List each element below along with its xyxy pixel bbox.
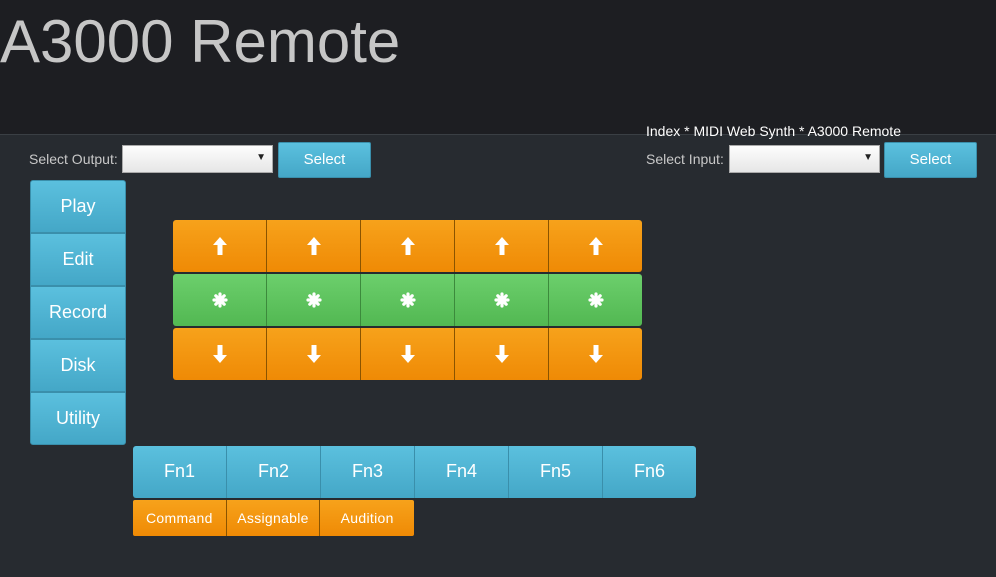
audition-button[interactable]: Audition (320, 500, 414, 536)
input-label: Select Input: (646, 151, 724, 167)
chevron-down-icon: ▼ (863, 152, 873, 163)
mode-menu: Play Edit Record Disk Utility (30, 180, 126, 445)
fn1-button[interactable]: Fn1 (133, 446, 227, 498)
fn5-button[interactable]: Fn5 (509, 446, 603, 498)
arrow-down-icon (400, 345, 415, 363)
breadcrumb[interactable]: Index * MIDI Web Synth * A3000 Remote (646, 123, 901, 139)
down-button-2[interactable] (267, 328, 361, 380)
function-keys-row: Fn1 Fn2 Fn3 Fn4 Fn5 Fn6 (133, 446, 696, 498)
arrow-down-icon (212, 345, 227, 363)
up-button-5[interactable] (549, 220, 642, 272)
arrow-up-icon (494, 237, 509, 255)
down-button-3[interactable] (361, 328, 455, 380)
up-button-3[interactable] (361, 220, 455, 272)
mode-utility-button[interactable]: Utility (30, 392, 126, 445)
fn3-button[interactable]: Fn3 (321, 446, 415, 498)
arrow-up-icon (588, 237, 603, 255)
mode-disk-button[interactable]: Disk (30, 339, 126, 392)
arrow-down-icon (306, 345, 321, 363)
fn6-button[interactable]: Fn6 (603, 446, 696, 498)
arrow-up-icon (400, 237, 415, 255)
fn2-button[interactable]: Fn2 (227, 446, 321, 498)
asterisk-icon (493, 292, 510, 308)
up-buttons-row (173, 220, 642, 272)
asterisk-icon (211, 292, 228, 308)
center-buttons-row (173, 274, 642, 326)
input-select[interactable]: ▼ (729, 145, 880, 173)
up-button-4[interactable] (455, 220, 549, 272)
output-label: Select Output: (29, 151, 118, 167)
mode-edit-button[interactable]: Edit (30, 233, 126, 286)
chevron-down-icon: ▼ (256, 152, 266, 163)
select-input-button[interactable]: Select (884, 142, 977, 178)
header-bar: A3000 Remote (0, 0, 996, 135)
sub-buttons-row: Command Assignable Audition (133, 500, 414, 536)
center-button-2[interactable] (267, 274, 361, 326)
up-button-2[interactable] (267, 220, 361, 272)
asterisk-icon (305, 292, 322, 308)
down-button-1[interactable] (173, 328, 267, 380)
assignable-button[interactable]: Assignable (226, 500, 321, 536)
asterisk-icon (399, 292, 416, 308)
arrow-down-icon (494, 345, 509, 363)
center-button-3[interactable] (361, 274, 455, 326)
arrow-up-icon (306, 237, 321, 255)
fn4-button[interactable]: Fn4 (415, 446, 509, 498)
up-button-1[interactable] (173, 220, 267, 272)
arrow-up-icon (212, 237, 227, 255)
select-output-button[interactable]: Select (278, 142, 371, 178)
down-button-5[interactable] (549, 328, 642, 380)
center-button-4[interactable] (455, 274, 549, 326)
center-button-5[interactable] (549, 274, 642, 326)
center-button-1[interactable] (173, 274, 267, 326)
asterisk-icon (587, 292, 604, 308)
page-title: A3000 Remote (0, 8, 401, 75)
output-select[interactable]: ▼ (122, 145, 273, 173)
down-button-4[interactable] (455, 328, 549, 380)
mode-record-button[interactable]: Record (30, 286, 126, 339)
command-button[interactable]: Command (133, 500, 227, 536)
arrow-down-icon (588, 345, 603, 363)
down-buttons-row (173, 328, 642, 380)
mode-play-button[interactable]: Play (30, 180, 126, 233)
